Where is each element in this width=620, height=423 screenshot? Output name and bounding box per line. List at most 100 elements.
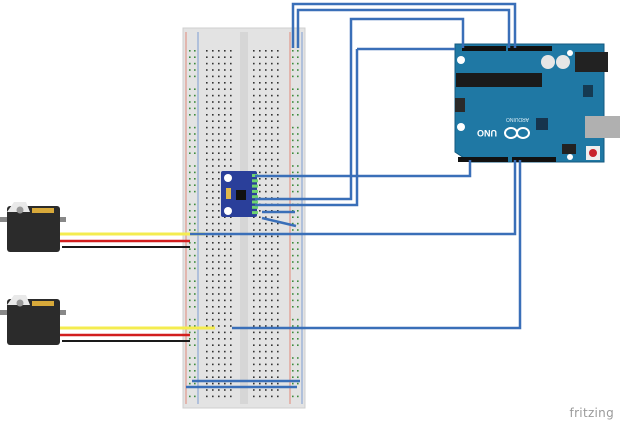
hole <box>230 94 232 97</box>
hole <box>230 389 232 391</box>
hole <box>292 363 294 366</box>
jumper-scl[interactable] <box>255 17 465 201</box>
hole <box>212 146 214 148</box>
hole <box>194 133 196 135</box>
hole <box>194 267 196 270</box>
hole <box>271 139 273 142</box>
jumper-gnd-rail[interactable] <box>296 8 511 48</box>
hole <box>277 88 279 90</box>
hole <box>271 389 273 391</box>
jumper-mpu-ground[interactable] <box>261 216 297 228</box>
hole <box>212 165 214 167</box>
hole <box>297 222 299 225</box>
hole <box>253 88 255 90</box>
hole <box>194 293 196 295</box>
hole <box>271 293 273 295</box>
hole <box>271 171 273 174</box>
hole <box>265 88 267 90</box>
hole <box>265 184 267 186</box>
hole <box>265 325 267 327</box>
hole <box>212 62 214 65</box>
jumper-vcc-rail[interactable] <box>291 2 517 48</box>
hole <box>218 152 220 154</box>
hole <box>271 331 273 334</box>
hole <box>277 261 279 263</box>
hole <box>206 395 208 398</box>
hole <box>253 325 255 327</box>
hole <box>224 318 226 321</box>
hole <box>194 370 196 372</box>
hole <box>277 286 279 289</box>
hole <box>259 242 261 244</box>
servo-1[interactable] <box>0 202 66 252</box>
hole <box>189 293 191 295</box>
hole <box>224 350 226 353</box>
hole <box>259 62 261 65</box>
hole <box>212 222 214 225</box>
hole <box>206 139 208 142</box>
hole <box>292 75 294 78</box>
hole <box>265 318 267 321</box>
hole <box>297 216 299 218</box>
hole <box>194 62 196 65</box>
hole <box>212 50 214 52</box>
hole <box>212 395 214 398</box>
hole <box>277 229 279 231</box>
hole <box>271 280 273 282</box>
hole <box>218 357 220 359</box>
hole <box>224 152 226 154</box>
hole <box>292 376 294 378</box>
servo-mount-tab <box>58 217 66 222</box>
servo-2[interactable] <box>0 295 66 345</box>
hole <box>218 133 220 135</box>
hole <box>265 178 267 180</box>
hole <box>194 376 196 378</box>
hole <box>189 395 191 398</box>
hole <box>259 190 261 193</box>
hole <box>212 190 214 193</box>
jumper-servo-2-signal[interactable] <box>232 160 522 330</box>
hole <box>292 395 294 398</box>
hole <box>194 357 196 359</box>
hole <box>271 94 273 97</box>
hole <box>212 126 214 129</box>
jumper-servo-1-signal[interactable] <box>190 160 517 236</box>
hole <box>212 88 214 90</box>
hole <box>277 152 279 154</box>
hole <box>189 50 191 52</box>
hole <box>277 178 279 180</box>
hole <box>277 312 279 314</box>
hole <box>194 178 196 180</box>
hole <box>218 344 220 346</box>
hole <box>230 312 232 314</box>
hole <box>206 56 208 58</box>
hole <box>277 363 279 366</box>
hole <box>297 338 299 340</box>
hole <box>206 299 208 302</box>
hole <box>253 254 255 257</box>
hole <box>277 82 279 84</box>
arduino-uno[interactable]: UNO ARDUINO <box>454 43 620 163</box>
hole <box>194 152 196 154</box>
jumper-mpu-int[interactable] <box>255 160 472 178</box>
hole <box>230 56 232 58</box>
hole <box>224 376 226 378</box>
fritzing-watermark: fritzing <box>569 406 614 420</box>
mount-hole <box>457 123 465 131</box>
hole <box>297 50 299 52</box>
hole <box>194 56 196 58</box>
hole <box>259 107 261 110</box>
hole <box>230 293 232 295</box>
hole <box>271 222 273 225</box>
hole <box>194 203 196 206</box>
mpu6050-module[interactable] <box>221 171 258 217</box>
hole <box>212 338 214 340</box>
hole <box>253 126 255 129</box>
hole <box>206 107 208 110</box>
hole <box>230 139 232 142</box>
hole <box>259 280 261 282</box>
hole <box>218 120 220 122</box>
hole <box>265 50 267 52</box>
reset-button[interactable] <box>589 149 597 157</box>
jumper-sda-a[interactable] <box>255 49 359 207</box>
